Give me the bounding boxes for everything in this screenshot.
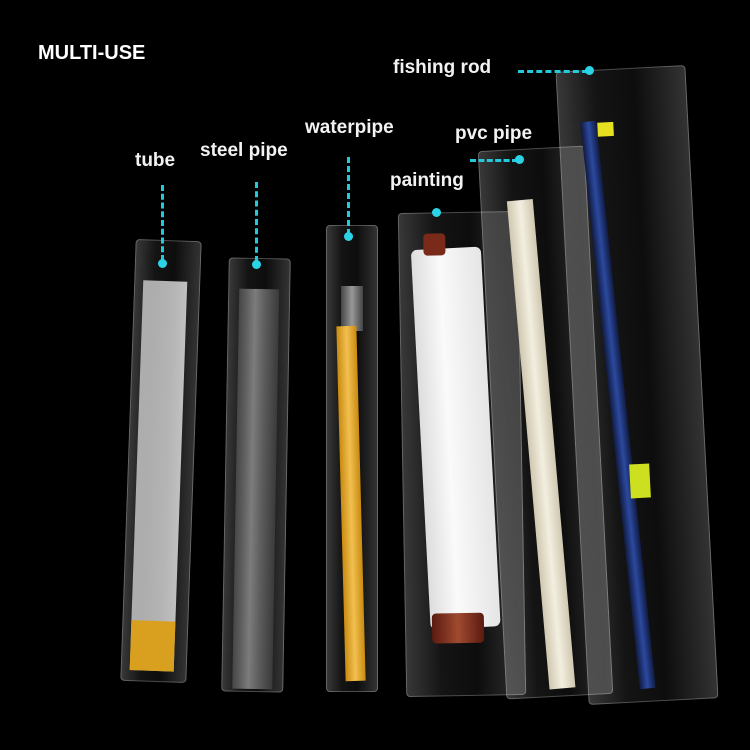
- steel-pipe-pointer-dot: [252, 260, 261, 269]
- tube-box: [129, 280, 188, 672]
- label-pvc-pipe: pvc pipe: [455, 123, 533, 144]
- rod-band-top: [597, 121, 614, 137]
- tube-box-label: [129, 620, 176, 672]
- pvc-pipe-pointer-dot: [515, 155, 524, 164]
- waterpipe-fitting: [341, 286, 363, 331]
- scroll-end-bottom: [431, 612, 485, 644]
- label-fishing-rod: fishing rod: [393, 57, 492, 78]
- steel-pipe-pointer: [255, 182, 258, 262]
- label-painting: painting: [390, 170, 464, 191]
- waterpipe-pointer-dot: [344, 232, 353, 241]
- waterpipe-bag: [326, 225, 378, 692]
- painting-pointer-dot: [432, 208, 441, 217]
- label-steel-pipe: steel pipe: [200, 140, 288, 161]
- steel-pipe: [232, 288, 280, 690]
- fishing-rod-pointer-dot: [585, 66, 594, 75]
- tube-pointer-dot: [158, 259, 167, 268]
- steel-pipe-bag: [221, 257, 291, 693]
- fishing-rod-pointer: [518, 70, 588, 73]
- fishing-rod: [580, 120, 656, 690]
- rod-band-middle: [629, 463, 651, 499]
- label-tube: tube: [135, 150, 176, 171]
- multi-use-heading: MULTI-USE: [38, 42, 146, 64]
- tube-bag: [120, 238, 202, 684]
- waterpipe-pointer: [347, 157, 350, 235]
- scroll-end-top: [423, 233, 446, 256]
- waterpipe: [336, 325, 366, 682]
- pvc-pipe-pointer: [470, 159, 518, 162]
- tube-pointer: [161, 185, 164, 261]
- label-waterpipe: waterpipe: [305, 117, 394, 138]
